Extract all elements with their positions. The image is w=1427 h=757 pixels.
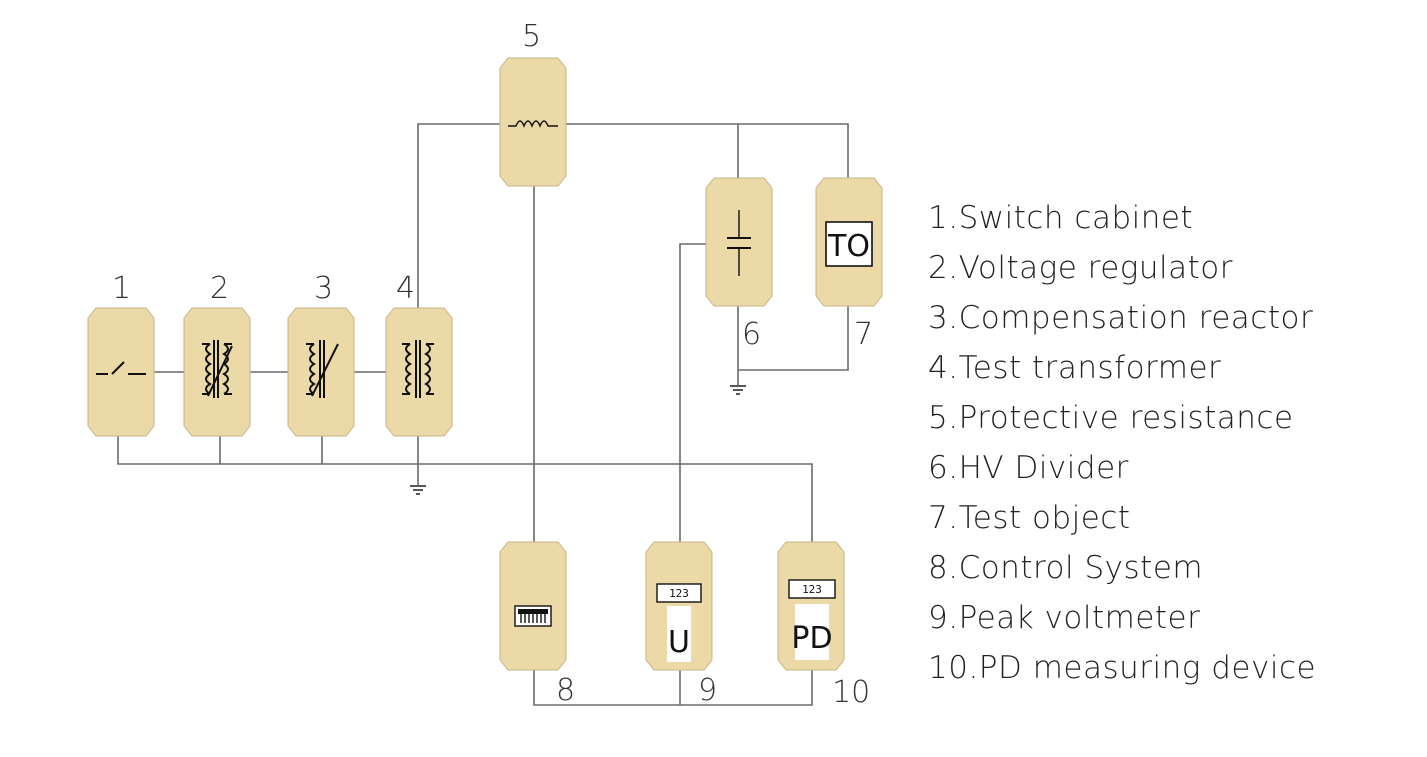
reactor-icon [306,340,339,398]
component-number-10: 10 [832,675,870,710]
voltmeter-display [656,583,702,603]
regulator-icon [202,340,233,398]
component-number-7: 7 [854,317,873,352]
transformer-icon [402,340,434,398]
component-number-3: 3 [314,271,333,306]
wire-control-bus [117,436,813,542]
component-peak-voltmeter: 123 U 9 [645,541,717,708]
legend-item: 4.Test transformer [928,350,1221,386]
pd-label: PD [791,621,832,656]
legend-item: 2.Voltage regulator [928,250,1233,286]
legend-item: 1.Switch cabinet [928,200,1193,236]
voltmeter-label: U [668,625,690,660]
keyboard-icon [514,605,552,627]
component-pd-measuring-device: 123 PD 10 [777,541,870,710]
component-number-4: 4 [396,271,415,306]
legend-item: 3.Compensation reactor [928,300,1313,336]
wire-bottom-return [533,670,813,706]
wire-divider-to-voltmeter [679,243,706,542]
legend-item: 8.Control System [928,550,1203,586]
component-test-transformer: 4 [385,271,453,437]
voltmeter-display-value: 123 [669,587,689,600]
capacitor-icon [727,210,751,276]
test-object-frame [825,221,873,267]
pd-display [788,579,836,599]
legend-item: 7.Test object [928,500,1131,536]
component-test-object: TO 7 [815,177,883,352]
legend-item: 10.PD measuring device [928,650,1316,686]
test-object-label: TO [827,229,870,264]
component-number-6: 6 [742,317,761,352]
component-number-9: 9 [698,673,717,708]
resistance-coil-icon [508,120,558,128]
wiring [117,123,849,706]
component-control-system: 8 [499,541,575,708]
ground-symbol-divider [730,385,746,395]
pd-display-value: 123 [802,583,822,596]
component-switch-cabinet: 1 [87,271,155,437]
ground-symbol-transformer [410,485,426,495]
component-number-2: 2 [210,271,229,306]
wire-transformer-to-resistance [417,123,500,310]
legend-item: 9.Peak voltmeter [928,600,1200,636]
legend-item: 5.Protective resistance [928,400,1294,436]
wire-divider-object-ground [737,306,849,371]
voltmeter-label-plate [667,606,691,662]
component-number-5: 5 [522,19,541,54]
legend: 1.Switch cabinet 2.Voltage regulator 3.C… [928,200,1316,686]
component-protective-resistance: 5 [499,19,567,187]
wire-resistance-to-object [566,123,849,178]
component-number-8: 8 [556,673,575,708]
component-voltage-regulator: 2 [183,271,251,437]
pd-label-plate [795,604,829,660]
component-hv-divider: 6 [705,177,773,352]
legend-item: 6.HV Divider [928,450,1129,486]
component-number-1: 1 [112,271,131,306]
component-compensation-reactor: 3 [287,271,355,437]
switch-icon [96,361,146,375]
